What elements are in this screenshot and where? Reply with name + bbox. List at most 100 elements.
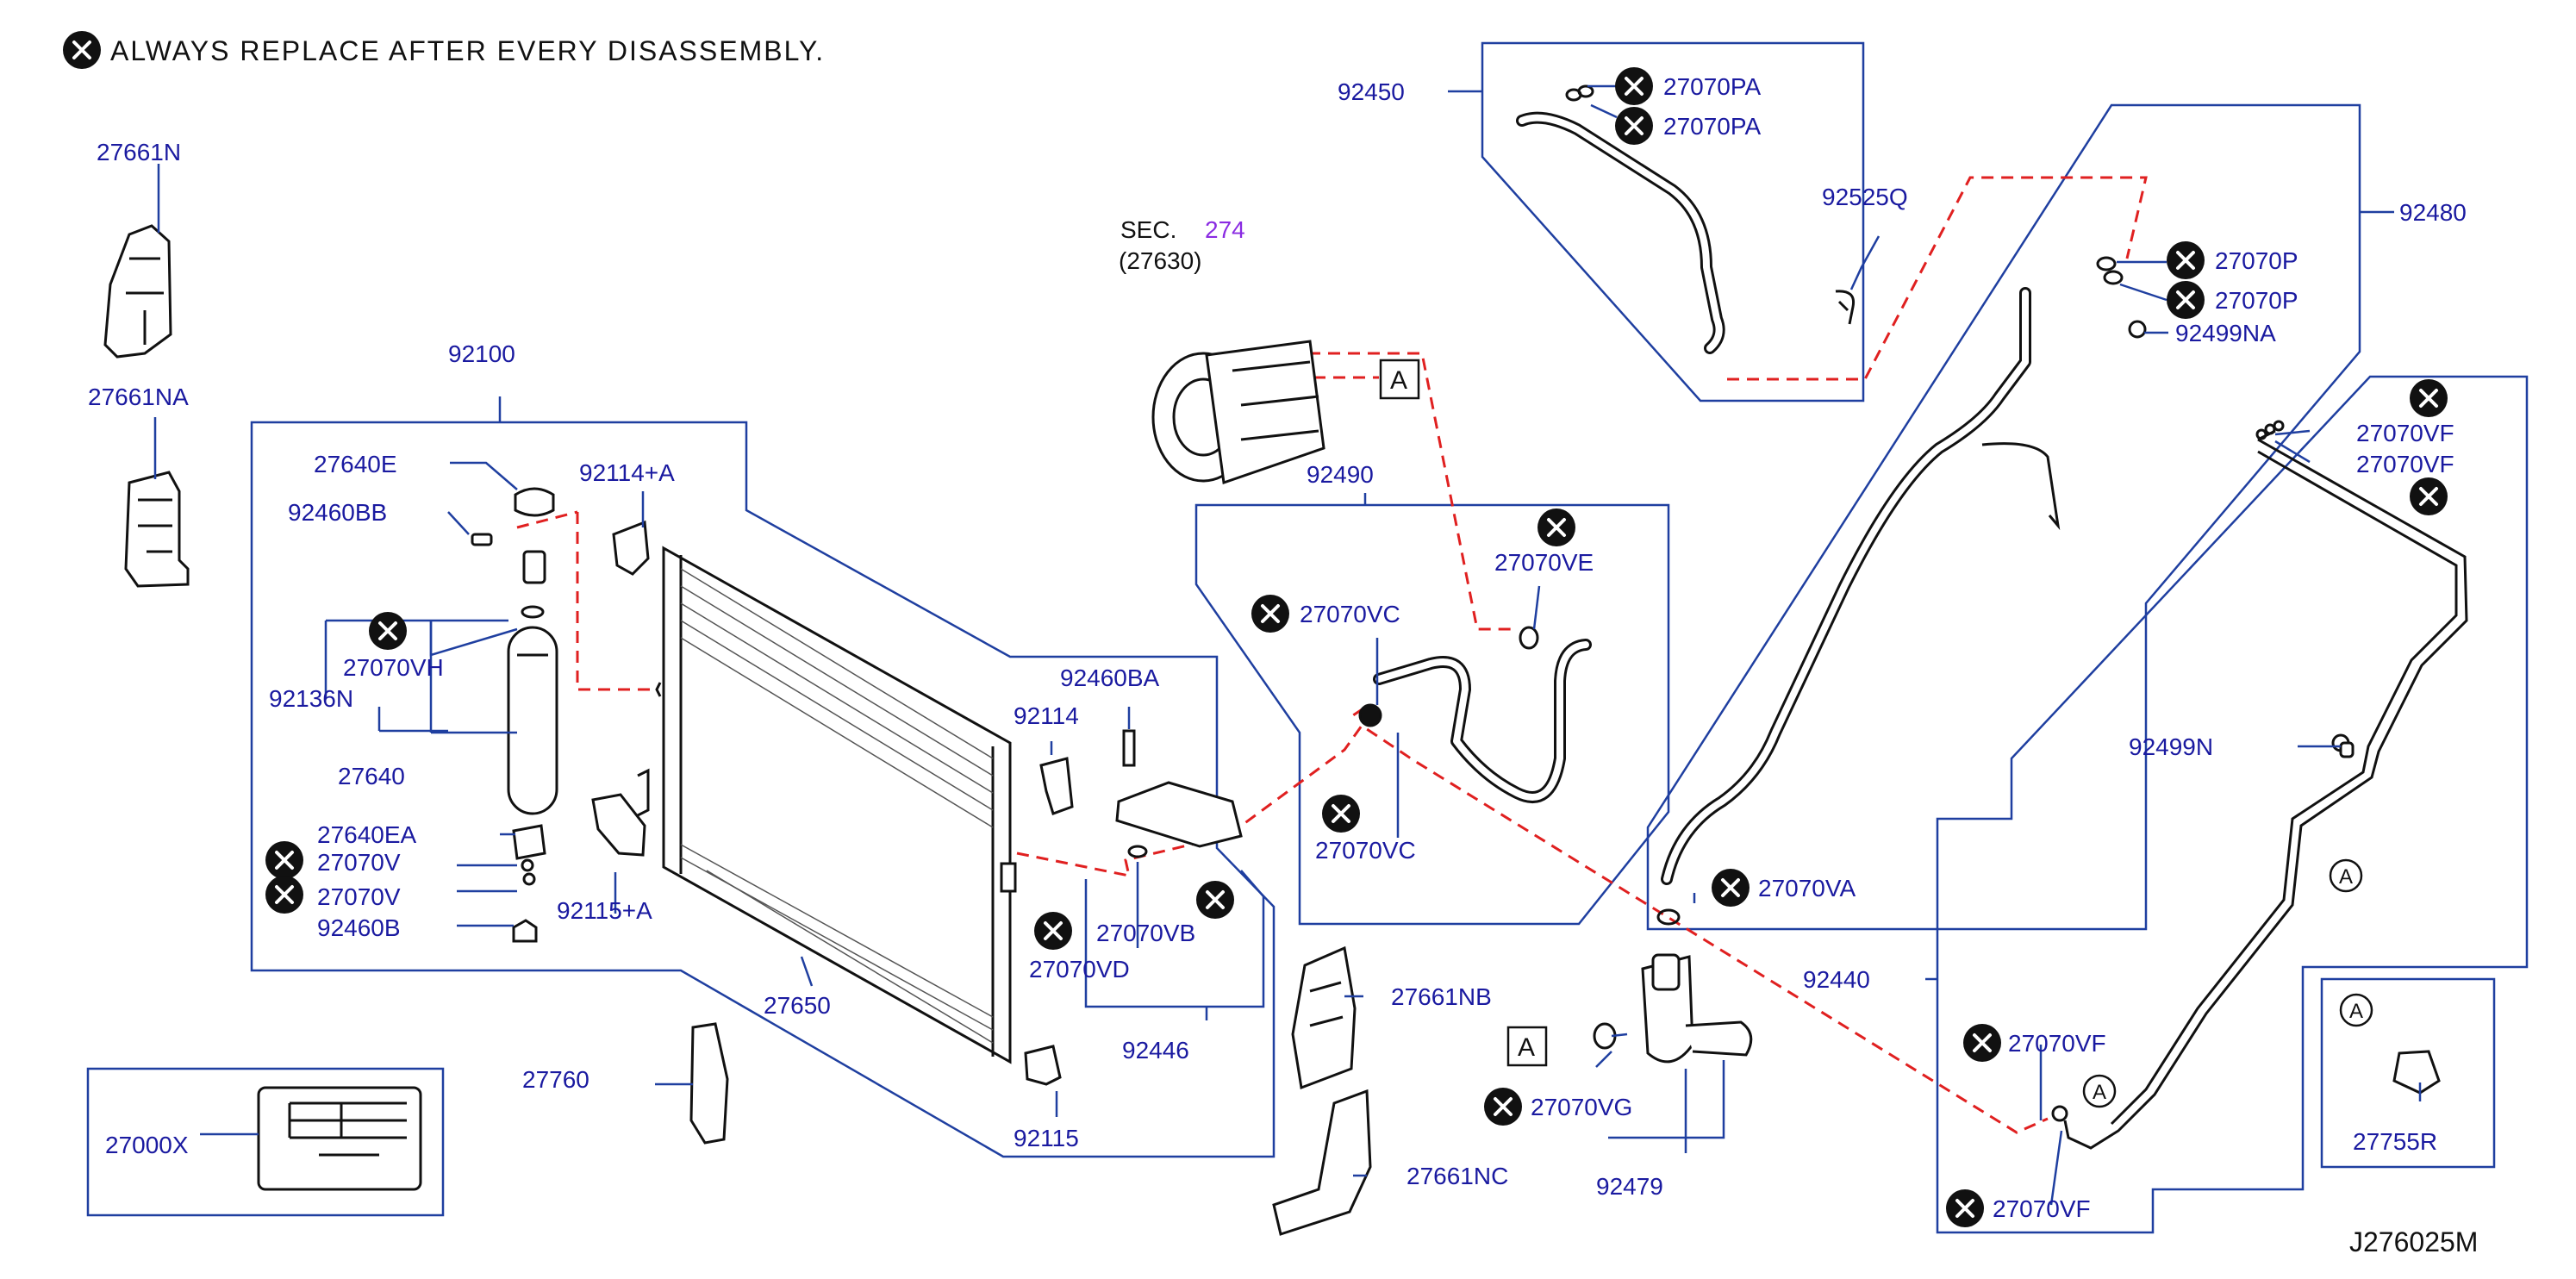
part-label-27070P-upper[interactable]: 27070P [2215,247,2298,274]
part-label-27661N[interactable]: 27661N [97,139,181,165]
bracket-92114-part [1039,757,1074,815]
part-label-27640E[interactable]: 27640E [314,451,397,477]
svg-text:A: A [2093,1081,2106,1104]
part-label-27070VB[interactable]: 27070VB [1096,920,1195,946]
part-label-27000X[interactable]: 27000X [105,1132,189,1158]
replace-x-icon [265,876,303,914]
compressor-part [1151,340,1325,485]
reference-circle-a: A [2329,858,2363,893]
part-label-92114A[interactable]: 92114+A [579,459,675,486]
replace-x-icon [1251,595,1289,633]
section-ref-link[interactable]: 274 [1205,216,1245,243]
hose-92450-part [1516,84,1725,354]
section-ref-sub: (27630) [1119,247,1202,274]
part-label-27070VD[interactable]: 27070VD [1029,956,1130,983]
part-label-92525Q[interactable]: 92525Q [1822,184,1908,210]
group-92100-box [250,421,1276,1158]
part-label-27755R[interactable]: 27755R [2353,1128,2437,1155]
diagram-code: J276025M [2349,1226,2478,1257]
part-label-27661NA[interactable]: 27661NA [88,384,189,410]
part-label-27070V-upper[interactable]: 27070V [317,849,401,876]
part-label-92114[interactable]: 92114 [1014,702,1079,729]
reference-circle-a: A [2082,1074,2117,1108]
part-label-27070VH[interactable]: 27070VH [343,654,444,681]
group-92450-box [1481,41,1865,402]
bracket-92114A-part [612,520,650,576]
group-27000X-box [86,1067,445,1217]
part-label-27070VC-lower[interactable]: 27070VC [1315,837,1416,864]
valve-92479-part [1593,908,1753,1064]
replace-x-icon [2167,241,2205,279]
sensor-92499N-part [2339,741,2355,758]
part-label-92460B[interactable]: 92460B [317,914,401,941]
part-label-27640EA[interactable]: 27640EA [317,821,417,848]
replace-x-icon [1946,1189,1984,1227]
replace-x-icon [1615,107,1653,145]
replace-x-icon [2410,379,2448,417]
fitting-92446-part [1115,729,1243,858]
tube-92440-part [2051,420,2468,1150]
part-label-92136N[interactable]: 92136N [269,685,353,712]
part-label-27070VF-lower-b[interactable]: 27070VF [1993,1195,2091,1222]
part-label-92115A[interactable]: 92115+A [557,897,652,924]
group-27755R-box [2320,977,2496,1169]
replace-note-icon [63,31,101,69]
part-label-92450[interactable]: 92450 [1338,78,1405,105]
hose-92480-part [1661,256,2147,885]
part-label-27661NC[interactable]: 27661NC [1407,1163,1508,1189]
reference-circle-a: A [2339,993,2373,1027]
part-label-27070P-lower[interactable]: 27070P [2215,287,2298,314]
part-label-92440[interactable]: 92440 [1803,966,1870,993]
part-label-27650[interactable]: 27650 [764,992,831,1019]
bracket-27661NC-part [1272,1089,1372,1236]
replace-x-icon [2167,281,2205,319]
bracket-27661N-part [103,224,172,359]
part-label-92499NA[interactable]: 92499NA [2175,320,2276,346]
replace-x-icon [1196,881,1234,919]
reference-box-a: A [1379,359,1420,400]
bracket-92115-part [1024,1045,1062,1086]
part-label-92460BA[interactable]: 92460BA [1060,664,1160,691]
svg-text:A: A [2339,865,2353,889]
part-label-27070VF-lower-a[interactable]: 27070VF [2008,1030,2106,1057]
group-92440-box [1936,375,2529,1234]
part-label-27661NB[interactable]: 27661NB [1391,983,1492,1010]
part-label-92115[interactable]: 92115 [1014,1125,1079,1151]
replace-note-text: ALWAYS REPLACE AFTER EVERY DISASSEMBLY. [110,35,825,66]
part-label-92479[interactable]: 92479 [1596,1173,1663,1200]
replace-x-icon [1963,1024,2001,1062]
hose-92490-part [1358,626,1592,803]
label-plate-27000X-part [257,1086,422,1191]
part-label-92100[interactable]: 92100 [448,340,515,367]
bracket-27760-part [689,1022,729,1145]
part-label-27070VF-upper-a[interactable]: 27070VF [2356,420,2454,446]
part-label-92490[interactable]: 92490 [1307,461,1374,488]
svg-text:A: A [2349,1000,2363,1023]
part-label-27070VG[interactable]: 27070VG [1531,1094,1632,1120]
part-label-27070VC-upper[interactable]: 27070VC [1300,601,1400,627]
part-label-92446[interactable]: 92446 [1122,1037,1189,1064]
group-92490-box [1194,503,1670,926]
bracket-27661NB-part [1291,945,1357,1090]
part-label-27640[interactable]: 27640 [338,763,405,789]
group-92480-box [1646,103,2361,931]
section-ref-prefix: SEC. [1120,216,1176,243]
part-label-92460BB[interactable]: 92460BB [288,499,387,526]
part-label-27070PA-upper[interactable]: 27070PA [1663,73,1761,100]
receiver-drier-assembly-part [471,487,558,943]
part-label-27070V-lower[interactable]: 27070V [317,883,401,910]
part-label-27070VF-upper-b[interactable]: 27070VF [2356,451,2454,477]
part-label-27760[interactable]: 27760 [522,1066,589,1093]
replace-x-icon [1537,508,1575,546]
condenser-27650-part [637,546,1017,1064]
replace-x-icon [369,612,407,650]
part-label-27070PA-lower[interactable]: 27070PA [1663,113,1761,140]
part-label-92499N[interactable]: 92499N [2129,733,2213,760]
part-label-27070VE[interactable]: 27070VE [1494,549,1594,576]
clip-92525Q-part [1835,290,1856,325]
part-label-27070VA[interactable]: 27070VA [1758,875,1856,902]
svg-text:A: A [1390,366,1407,395]
svg-text:A: A [1518,1033,1535,1062]
part-label-92480[interactable]: 92480 [2399,199,2467,226]
